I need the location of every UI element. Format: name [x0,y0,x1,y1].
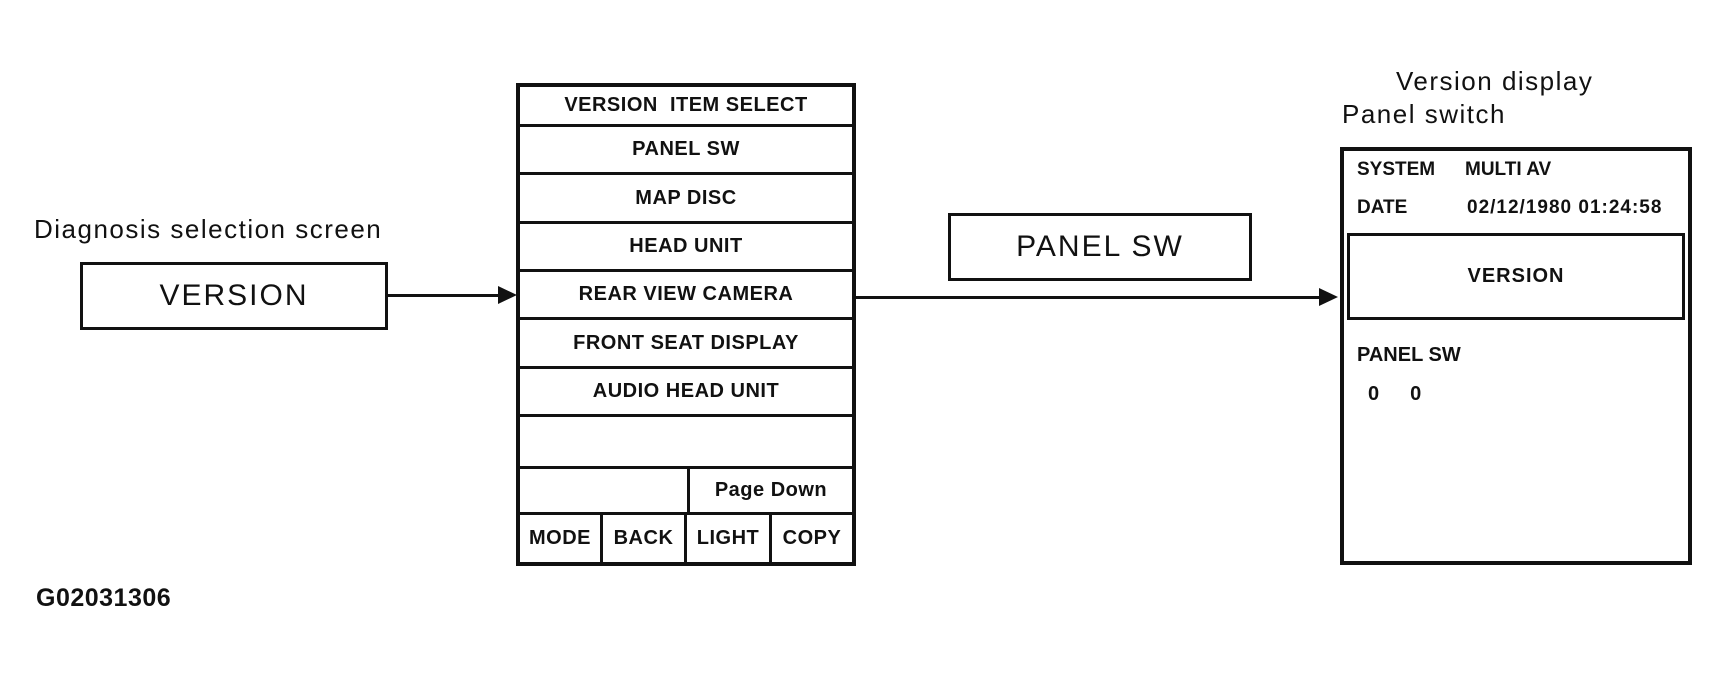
key-row: MODE BACK LIGHT COPY [520,515,852,562]
arrow-menu-to-result-line [856,296,1320,299]
version-display-heading: Version display [1396,66,1594,96]
menu-item-panel-sw[interactable]: PANEL SW [520,127,852,175]
version-display-screen: SYSTEM MULTI AV DATE 02/12/1980 01:24:58… [1340,147,1692,565]
menu-item-rear-view-camera[interactable]: REAR VIEW CAMERA [520,272,852,320]
version-entry-button[interactable]: VERSION [80,262,388,330]
menu-item-map-disc[interactable]: MAP DISC [520,175,852,224]
version-inner-label: VERSION [1467,265,1565,287]
key-mode-button[interactable]: MODE [520,515,603,562]
system-field-value: MULTI AV [1465,159,1552,180]
panel-sw-values: 0 0 [1368,383,1421,406]
version-inner-button[interactable]: VERSION [1347,233,1685,320]
menu-title: VERSION ITEM SELECT [520,87,852,127]
page-row: Page Down [520,469,852,515]
panel-sw-transition-label: PANEL SW [1016,230,1184,263]
figure-id: G02031306 [36,584,172,612]
key-back-button[interactable]: BACK [603,515,687,562]
date-field-value: 02/12/1980 01:24:58 [1467,197,1663,218]
system-field-label: SYSTEM [1357,159,1436,180]
panel-sw-transition-button[interactable]: PANEL SW [948,213,1252,281]
key-copy-button[interactable]: COPY [782,527,842,549]
menu-item-front-seat-display[interactable]: FRONT SEAT DISPLAY [520,320,852,369]
menu-item-audio-head-unit[interactable]: AUDIO HEAD UNIT [520,369,852,417]
panel-sw-value-1: 0 [1368,383,1380,405]
menu-item-head-unit[interactable]: HEAD UNIT [520,224,852,272]
panel-sw-section-label: PANEL SW [1357,344,1461,366]
version-entry-label: VERSION [159,279,309,312]
date-field-label: DATE [1357,197,1408,218]
page-down-button[interactable]: Page Down [714,479,828,501]
page-up-cell-empty [520,469,690,512]
panel-sw-value-2: 0 [1410,383,1422,405]
arrow-version-to-menu-head-icon [498,286,517,304]
arrow-menu-to-result-head-icon [1319,288,1338,306]
arrow-version-to-menu-line [387,294,500,297]
version-item-select-screen: VERSION ITEM SELECT PANEL SW MAP DISC HE… [516,83,856,566]
key-light-button[interactable]: LIGHT [687,515,772,562]
panel-switch-heading: Panel switch [1342,99,1506,129]
menu-item-empty [520,417,852,469]
diagnosis-selection-screen-label: Diagnosis selection screen [34,214,383,244]
